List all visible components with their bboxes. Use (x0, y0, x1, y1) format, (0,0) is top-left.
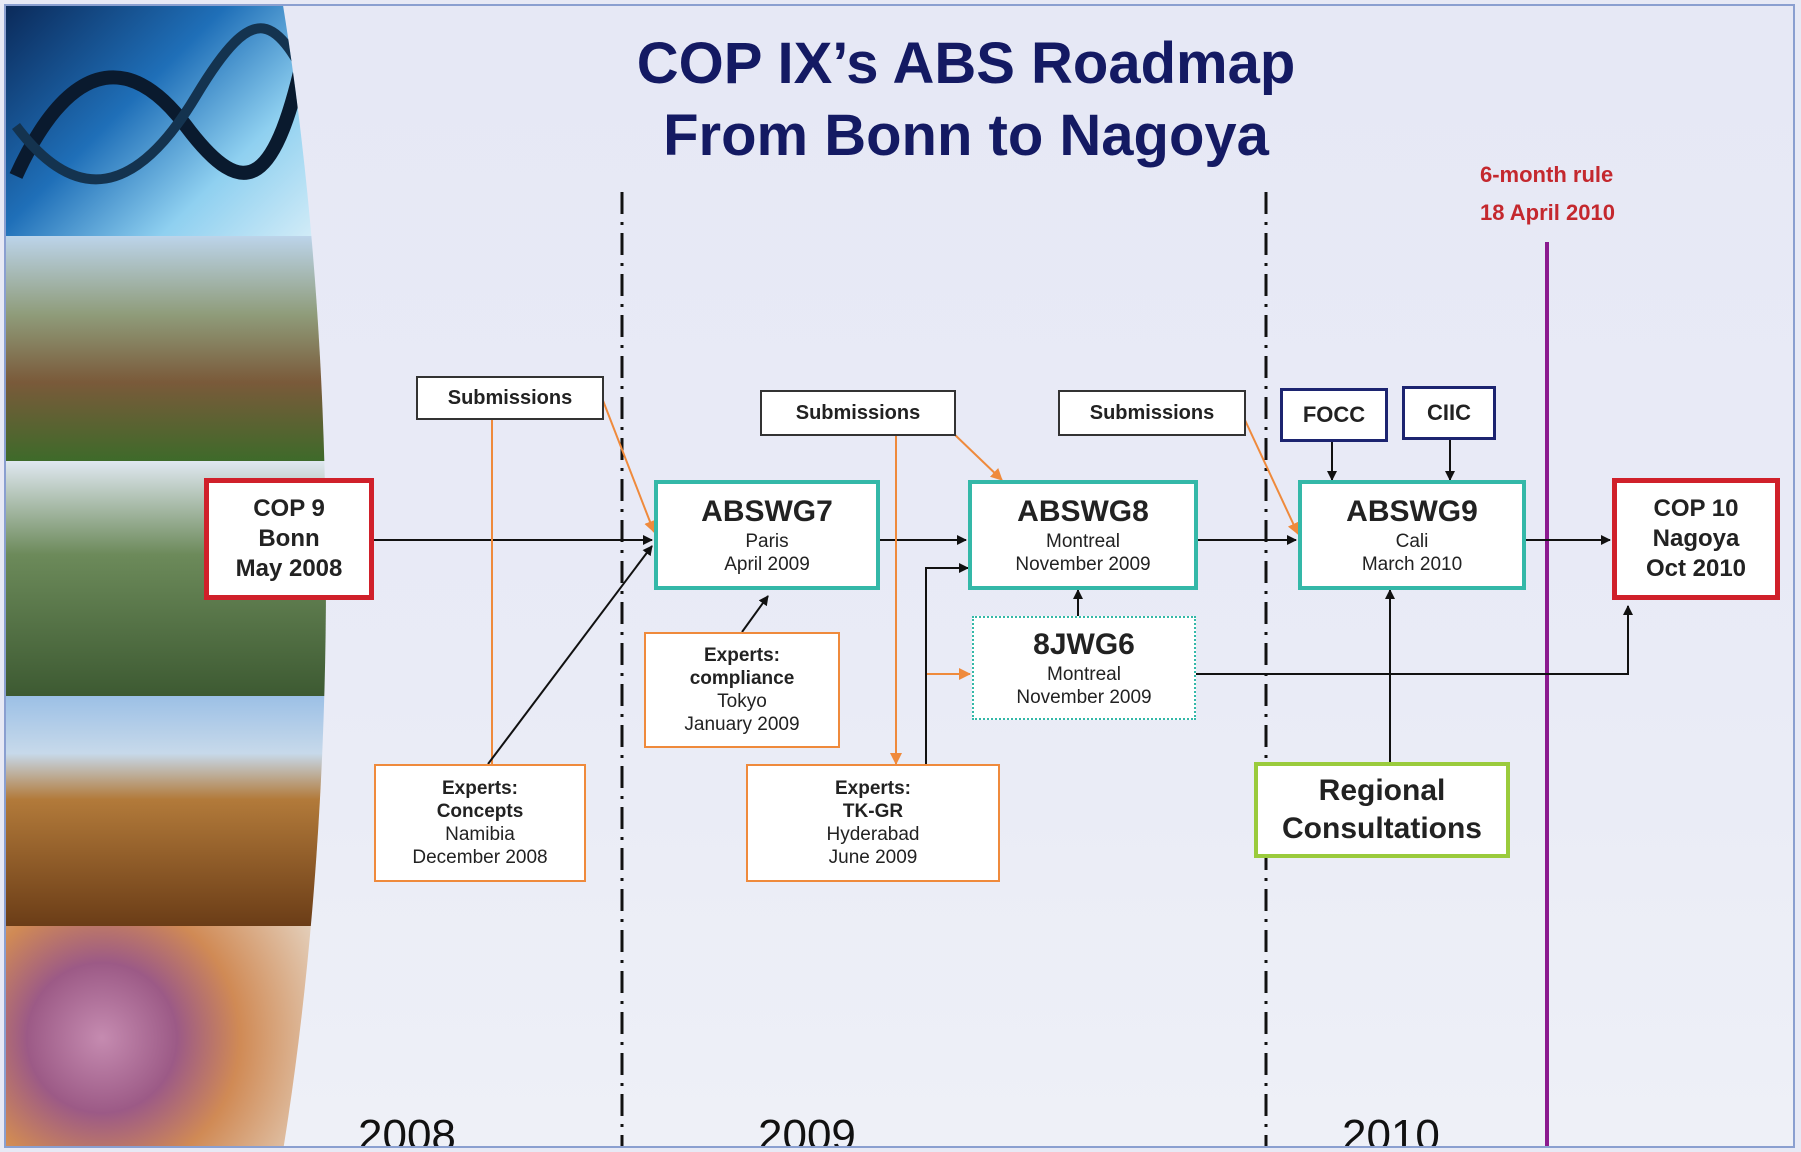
submissions-box-1: Submissions (416, 376, 604, 420)
six-month-rule-line-2: 18 April 2010 (1480, 200, 1615, 225)
cop9-line-2: Bonn (258, 525, 320, 552)
arrow-submissions1-abswg7 (601, 397, 656, 533)
experts-compliance-line-1: Experts: (703, 645, 781, 666)
experts-tkgr-box: Experts: TK-GR Hyderabad June 2009 (746, 764, 1000, 882)
experts-compliance-line-2: compliance (689, 668, 795, 689)
rock-photo (6, 236, 326, 461)
title-line-2: From Bonn to Nagoya (663, 103, 1269, 168)
jwg6-place: Montreal (1047, 664, 1121, 685)
experts-concepts-line-1: Experts: (441, 778, 519, 799)
abswg8-name: ABSWG8 (1017, 495, 1149, 528)
ciic-label: CIIC (1427, 400, 1471, 425)
regional-line-1: Regional (1318, 774, 1446, 807)
experts-compliance-box: Experts: compliance Tokyo January 2009 (644, 632, 840, 748)
abswg7-box: ABSWG7 Paris April 2009 (654, 480, 880, 590)
field-photo (6, 696, 326, 926)
cop9-box: COP 9 Bonn May 2008 (204, 478, 374, 600)
submissions-box-3: Submissions (1058, 390, 1246, 436)
six-month-rule-label: 6-month rule 18 April 2010 (1480, 156, 1615, 232)
arrow-jwg6-cop10 (1194, 605, 1633, 675)
cop9-line-1: COP 9 (253, 495, 325, 522)
slide: COP IX’s ABS Roadmap From Bonn to Nagoya (4, 4, 1795, 1148)
abswg8-date: November 2009 (1015, 554, 1151, 575)
page-title: COP IX’s ABS Roadmap From Bonn to Nagoya (526, 28, 1406, 172)
year-label-2008: 2008 (358, 1111, 456, 1148)
experts-compliance-place: Tokyo (717, 691, 767, 712)
arrow-submissions3-abswg9 (1243, 417, 1299, 535)
ciic-box: CIIC (1402, 386, 1496, 440)
starfish-photo (6, 926, 326, 1146)
experts-concepts-place: Namibia (445, 824, 515, 845)
experts-tkgr-line-1: Experts: (834, 778, 912, 799)
year-label-2009: 2009 (758, 1111, 856, 1148)
arrow-experts-concepts-abswg7 (487, 545, 653, 765)
submissions-label: Submissions (447, 386, 573, 409)
cop10-line-1: COP 10 (1653, 495, 1739, 522)
submissions-box-2: Submissions (760, 390, 956, 436)
experts-tkgr-place: Hyderabad (826, 824, 920, 845)
abswg9-date: March 2010 (1361, 554, 1463, 575)
regional-consultations-box: Regional Consultations (1254, 762, 1510, 858)
cop10-box: COP 10 Nagoya Oct 2010 (1612, 478, 1780, 600)
abswg7-date: April 2009 (724, 554, 810, 575)
diagram-connectors (370, 192, 1633, 1146)
experts-concepts-line-2: Concepts (436, 801, 524, 822)
jwg6-box: 8JWG6 Montreal November 2009 (972, 616, 1196, 720)
jwg6-date: November 2009 (1016, 687, 1152, 708)
abswg7-name: ABSWG7 (701, 495, 833, 528)
arrow-experts-compliance-abswg7 (741, 595, 769, 633)
cop9-line-3: May 2008 (235, 555, 343, 582)
focc-label: FOCC (1302, 402, 1366, 427)
title-line-1: COP IX’s ABS Roadmap (636, 31, 1296, 96)
experts-tkgr-line-2: TK-GR (842, 801, 904, 822)
abswg9-box: ABSWG9 Cali March 2010 (1298, 480, 1526, 590)
arrow-submissions2-abswg8 (953, 433, 1003, 481)
abswg7-place: Paris (745, 531, 789, 552)
regional-line-2: Consultations (1282, 812, 1482, 845)
abswg8-place: Montreal (1046, 531, 1120, 552)
experts-concepts-date: December 2008 (412, 847, 548, 868)
dna-photo (6, 6, 326, 236)
six-month-rule-line-1: 6-month rule (1480, 162, 1614, 187)
focc-box: FOCC (1280, 388, 1388, 442)
jwg6-name: 8JWG6 (1033, 628, 1135, 661)
experts-concepts-box: Experts: Concepts Namibia December 2008 (374, 764, 586, 882)
abswg8-box: ABSWG8 Montreal November 2009 (968, 480, 1198, 590)
arrow-experts-tkgr-abswg8 (925, 563, 969, 764)
cop10-line-2: Nagoya (1652, 525, 1740, 552)
year-label-2010: 2010 (1342, 1111, 1440, 1148)
abswg9-name: ABSWG9 (1346, 495, 1478, 528)
submissions-label: Submissions (1089, 401, 1215, 424)
abswg9-place: Cali (1395, 531, 1429, 552)
submissions-label: Submissions (795, 401, 921, 424)
experts-tkgr-date: June 2009 (828, 847, 918, 868)
cop10-line-3: Oct 2010 (1645, 555, 1747, 582)
experts-compliance-date: January 2009 (684, 714, 800, 735)
